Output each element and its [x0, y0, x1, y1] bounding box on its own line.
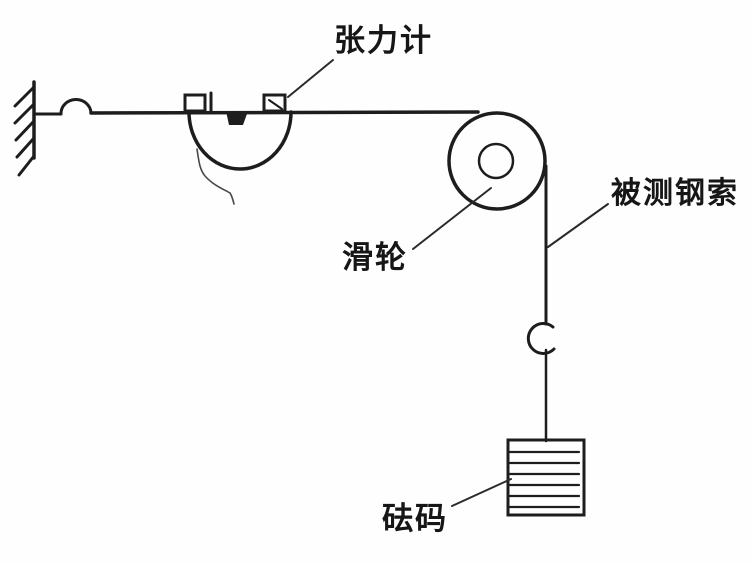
- hook-ring-icon: [59, 98, 93, 116]
- measured-cable-label: 被测钢索: [611, 177, 739, 210]
- weight-outline: [506, 438, 586, 517]
- tension-meter-label: 张力计: [334, 23, 433, 58]
- tension-meter-leader-line: [287, 59, 334, 98]
- weight-leader-line: [451, 478, 512, 507]
- tension-meter-clamp-mark: [268, 99, 283, 110]
- pulley-wheel: [447, 111, 547, 211]
- cable-leader-line: [547, 203, 609, 248]
- weight-label: 砝码: [382, 501, 448, 536]
- wall-hatching: [13, 85, 36, 177]
- weight-plates: [508, 450, 581, 509]
- tension-meter: [183, 91, 293, 205]
- pulley-leader-line: [412, 187, 492, 250]
- wall-anchor: [13, 80, 36, 177]
- connector-ring-icon: [526, 321, 556, 355]
- pulley: [447, 111, 547, 211]
- tension-meter-cord: [196, 148, 235, 205]
- pulley-label: 滑轮: [342, 240, 408, 275]
- weight-stack: [506, 438, 586, 517]
- pulley-hub: [477, 142, 515, 180]
- tension-meter-body: [187, 110, 293, 171]
- tension-meter-right-clamp: [262, 93, 287, 113]
- tension-meter-sensor-block: [226, 111, 248, 125]
- tension-meter-left-clamp: [183, 93, 207, 113]
